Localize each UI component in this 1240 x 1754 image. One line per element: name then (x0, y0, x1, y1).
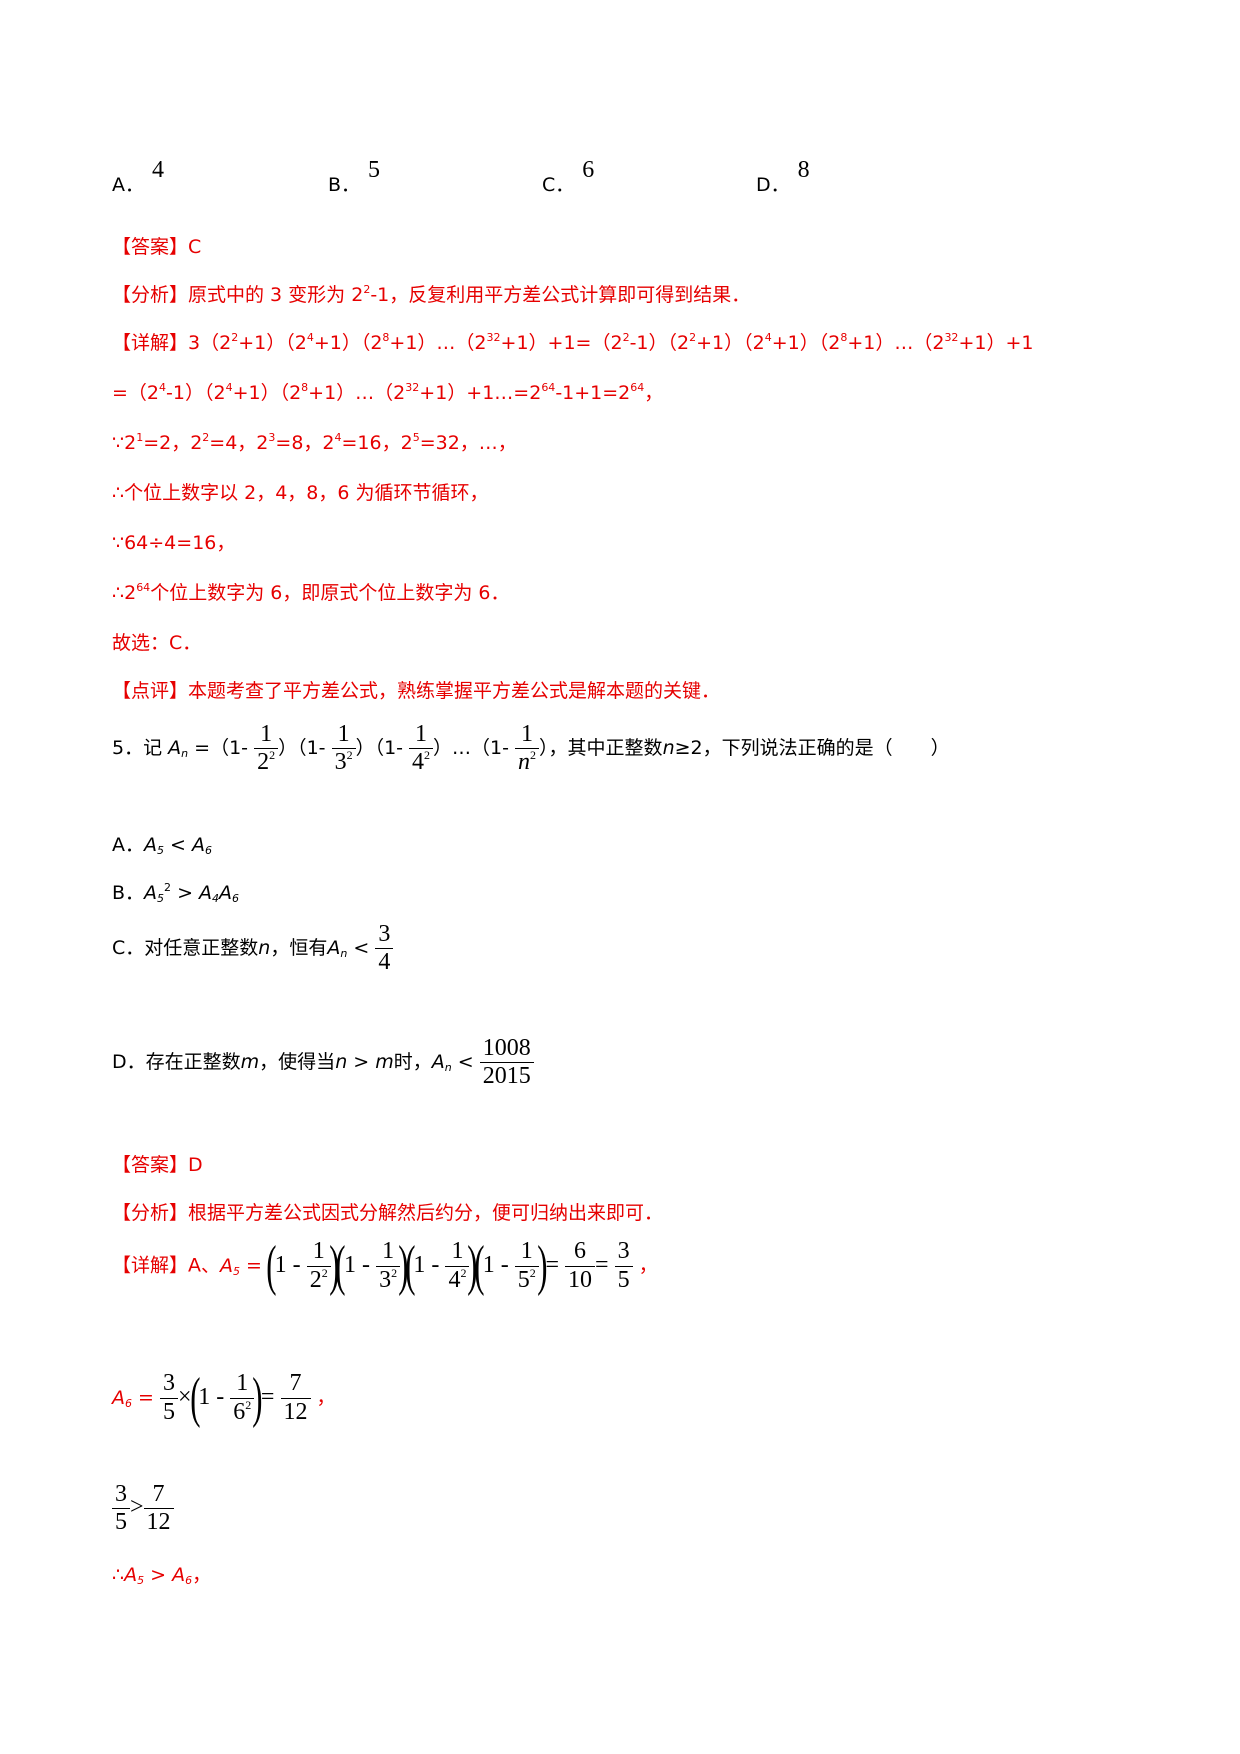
answer-tag: 【答案】 (112, 1154, 189, 1176)
detail-tag: 【详解】 (112, 332, 189, 354)
q4-detail-line4: ∴个位上数字以 2，4，8，6 为循环节循环， (112, 482, 489, 504)
q4-analysis: 【分析】原式中的 3 变形为 22-1，反复利用平方差公式计算即可得到结果． (112, 283, 751, 306)
q5-analysis: 【分析】根据平方差公式因式分解然后约分，便可归纳出来即可． (112, 1202, 664, 1224)
q5-conclusion: ∴A5 > A6， (112, 1564, 212, 1587)
detail-tag: 【详解】 (112, 1254, 189, 1277)
q4-comment: 【点评】本题考查了平方差公式，熟练掌握平方差公式是解本题的关键． (112, 680, 721, 702)
q5-option-b: B．A52 > A4A6 (112, 881, 240, 905)
option-letter: D． (756, 174, 790, 196)
q4-choice: 故选：C． (112, 632, 202, 654)
q5-option-a: A．A5 < A6 (112, 834, 212, 857)
option-value: 5 (368, 157, 381, 183)
answer-value: C (188, 236, 202, 258)
option-value: 8 (797, 157, 810, 183)
q4-option-a: A． 4 (112, 157, 164, 198)
q4-detail-line6: ∴264个位上数字为 6，即原式个位上数字为 6． (112, 581, 510, 604)
comment-tag: 【点评】 (112, 680, 189, 702)
answer-value: D (188, 1154, 203, 1176)
q4-option-b: B． 5 (328, 157, 380, 198)
q4-detail-line1: 【详解】3（22+1）（24+1）（28+1）…（232+1）+1=（22-1）… (112, 331, 1034, 354)
q4-detail-line5: ∵64÷4=16， (112, 532, 236, 554)
analysis-tag: 【分析】 (112, 1202, 189, 1224)
q5-answer: 【答案】D (112, 1150, 203, 1177)
analysis-tag: 【分析】 (112, 284, 189, 306)
option-value: 4 (152, 157, 164, 183)
q4-option-c: C． 6 (542, 157, 594, 198)
option-letter: B． (328, 174, 361, 196)
option-value: 6 (582, 157, 595, 183)
q4-detail-line3: ∵21=2，22=4，23=8，24=16，25=32，…， (112, 431, 517, 454)
q4-option-d: D． 8 (756, 157, 810, 198)
option-letter: C． (542, 174, 575, 196)
q4-detail-line2: =（24-1）（24+1）（28+1）…（232+1）+1…=264-1+1=2… (112, 381, 664, 404)
answer-tag: 【答案】 (112, 236, 189, 258)
option-letter: A． (112, 174, 144, 196)
q4-answer: 【答案】C (112, 232, 201, 259)
